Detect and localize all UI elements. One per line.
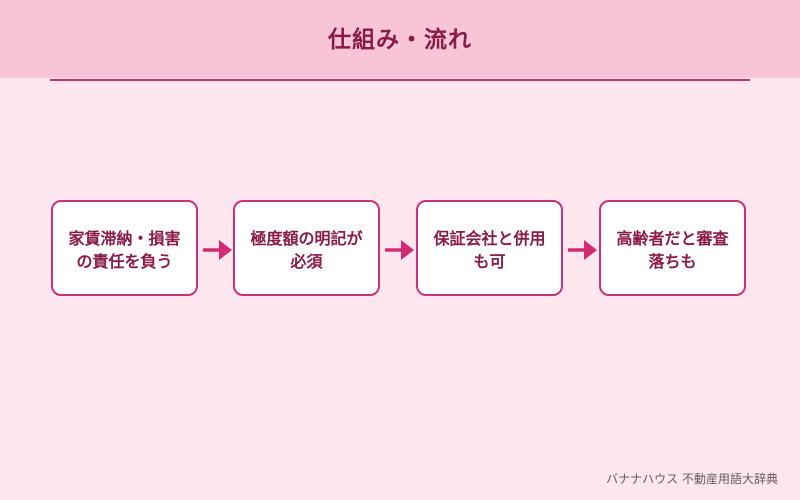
page-title: 仕組み・流れ xyxy=(328,27,472,53)
flow-step-1-label: 家賃滞納・損害の責任を負う xyxy=(68,229,181,271)
flow-step-2: 極度額の明記が必須 xyxy=(233,200,380,296)
flow-step-1: 家賃滞納・損害の責任を負う xyxy=(51,200,198,296)
flow-step-4: 高齢者だと審査落ちも xyxy=(599,200,746,296)
header-band: 仕組み・流れ xyxy=(0,0,800,78)
flow-step-3-label: 保証会社と併用も可 xyxy=(433,229,546,271)
flow-step-2-label: 極度額の明記が必須 xyxy=(250,229,363,271)
flow-step-3: 保証会社と併用も可 xyxy=(416,200,563,296)
arrow-right-icon xyxy=(203,240,232,260)
arrow-right-icon xyxy=(568,240,597,260)
flow-step-4-label: 高齢者だと審査落ちも xyxy=(616,229,729,271)
footer-credit: バナナハウス 不動産用語大辞典 xyxy=(606,472,778,486)
arrow-right-icon xyxy=(385,240,414,260)
header-divider xyxy=(50,79,750,81)
